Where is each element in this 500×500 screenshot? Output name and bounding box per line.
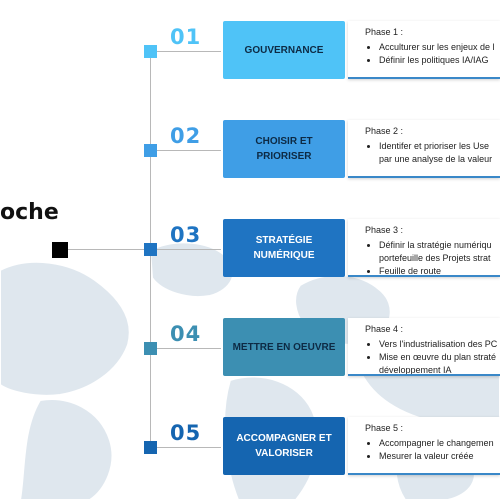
phase-box-label-3: STRATÉGIE NUMÉRIQUE — [253, 235, 315, 261]
phase-row-2: 02 CHOISIR ET PRIORISER Phase 2 : Identi… — [0, 120, 500, 182]
phase-box-4[interactable]: METTRE EN OEUVRE — [223, 318, 345, 376]
phase-bullet: Mesurer la valeur créée — [379, 450, 500, 463]
phase-box-label-1: GOUVERNANCE — [244, 44, 324, 56]
phase-bullet: Mise en œuvre du plan straté développeme… — [379, 351, 500, 375]
phase-row-5: 05 ACCOMPAGNER ET VALORISER Phase 5 : Ac… — [0, 417, 500, 479]
phase-connector-3 — [157, 249, 221, 250]
phase-row-3: 03 STRATÉGIE NUMÉRIQUE Phase 3 : Définir… — [0, 219, 500, 281]
phase-description-card-1: Phase 1 : Acculturer sur les enjeux de l… — [348, 21, 500, 79]
phase-connector-2 — [157, 150, 221, 151]
phase-label-1: Phase 1 : — [365, 27, 404, 37]
phase-box-1[interactable]: GOUVERNANCE — [223, 21, 345, 79]
phase-bullet-list-5: Accompagner le changemen Mesurer la vale… — [365, 437, 500, 463]
phase-row-1: 01 GOUVERNANCE Phase 1 : Acculturer sur … — [0, 21, 500, 83]
phase-row-4: 04 METTRE EN OEUVRE Phase 4 : Vers l'ind… — [0, 318, 500, 380]
page-title: oche — [0, 200, 59, 225]
phase-box-label-5: ACCOMPAGNER ET VALORISER — [236, 433, 332, 459]
phase-bullet-text: Mise en œuvre du plan straté — [379, 352, 497, 362]
phase-node-2 — [144, 144, 157, 157]
phase-number-3: 03 — [170, 223, 202, 247]
phase-bullet-list-2: Identifer et prioriser les Use — [365, 140, 500, 153]
phase-description-card-3: Phase 3 : Définir la stratégie numériqu … — [348, 219, 500, 277]
phase-number-4: 04 — [170, 322, 202, 346]
phase-bullet-list-3: Définir la stratégie numériqu portefeuil… — [365, 239, 500, 275]
phase-bullet-continuation: portefeuille des Projets strat — [379, 253, 491, 263]
phase-box-5[interactable]: ACCOMPAGNER ET VALORISER — [223, 417, 345, 475]
phase-connector-4 — [157, 348, 221, 349]
phase-description-card-5: Phase 5 : Accompagner le changemen Mesur… — [348, 417, 500, 475]
phase-connector-5 — [157, 447, 221, 448]
phase-node-3 — [144, 243, 157, 256]
phase-label-3: Phase 3 : — [365, 225, 404, 235]
phase-description-card-2: Phase 2 : Identifer et prioriser les Use… — [348, 120, 500, 178]
phase-bullet-text: Définir la stratégie numériqu — [379, 240, 492, 250]
phase-bullet-list-4: Vers l'industrialisation des PC Mise en … — [365, 338, 500, 375]
phase-bullet: Vers l'industrialisation des PC — [379, 338, 500, 351]
phase-bullet-list-1: Acculturer sur les enjeux de l Définir l… — [365, 41, 500, 67]
map-landmass-north-america — [0, 260, 131, 397]
phase-description-card-4: Phase 4 : Vers l'industrialisation des P… — [348, 318, 500, 376]
phase-label-4: Phase 4 : — [365, 324, 404, 334]
map-landmass-greenland — [148, 241, 235, 298]
phase-number-5: 05 — [170, 421, 202, 445]
phase-box-3[interactable]: STRATÉGIE NUMÉRIQUE — [223, 219, 345, 277]
phase-bullet-continuation: par une analyse de la valeur — [379, 154, 493, 164]
phase-label-5: Phase 5 : — [365, 423, 404, 433]
root-node-square — [52, 242, 68, 258]
phase-bullet: Acculturer sur les enjeux de l — [379, 41, 500, 54]
phase-bullet: Définir la stratégie numériqu portefeuil… — [379, 239, 500, 265]
phase-bullet: Identifer et prioriser les Use — [379, 140, 500, 153]
phase-bullet: Définir les politiques IA/IAG — [379, 54, 500, 67]
phase-node-5 — [144, 441, 157, 454]
map-landmass-south-america — [18, 398, 114, 500]
phase-node-1 — [144, 45, 157, 58]
phase-number-2: 02 — [170, 124, 202, 148]
phase-box-label-2: CHOISIR ET PRIORISER — [255, 136, 313, 162]
phase-node-4 — [144, 342, 157, 355]
phase-number-1: 01 — [170, 25, 202, 49]
phase-bullet-continuation: développement IA — [379, 365, 452, 375]
phase-bullet: Feuille de route — [379, 265, 500, 275]
phase-connector-1 — [157, 51, 221, 52]
phase-box-label-4: METTRE EN OEUVRE — [232, 341, 336, 353]
phase-label-2: Phase 2 : — [365, 126, 404, 136]
root-connector-line — [68, 249, 145, 250]
phase-bullet: Accompagner le changemen — [379, 437, 500, 450]
phase-box-2[interactable]: CHOISIR ET PRIORISER — [223, 120, 345, 178]
